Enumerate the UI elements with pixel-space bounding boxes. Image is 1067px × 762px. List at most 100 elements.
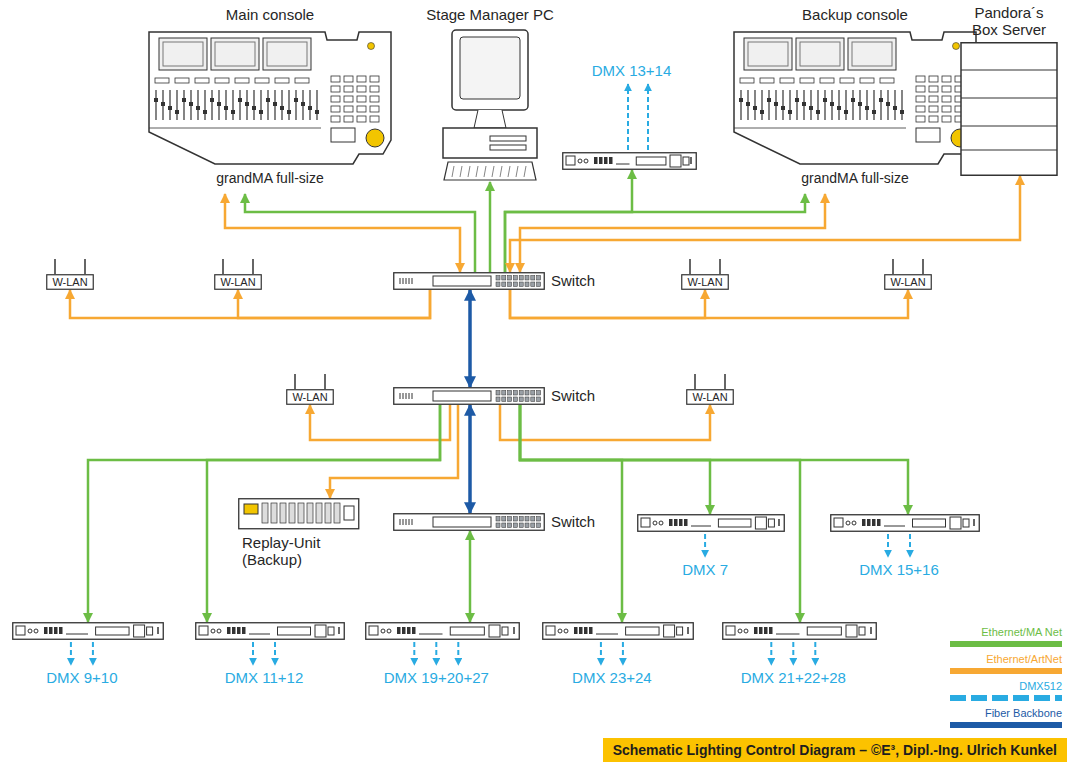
- device-led: [584, 159, 588, 163]
- console-key: [942, 96, 951, 102]
- console-key: [916, 96, 925, 102]
- switch-port: [513, 276, 517, 281]
- console-drawing: [730, 28, 980, 168]
- console-fader: [225, 90, 226, 120]
- console-wheel: [366, 129, 384, 147]
- switch-port: [531, 517, 535, 522]
- antenna: [922, 259, 924, 274]
- console-fader-knob: [802, 102, 806, 106]
- node-label: Backup console: [802, 6, 908, 23]
- artnet-link: [510, 290, 705, 318]
- node-label: W-LAN: [686, 389, 734, 405]
- console-fader-knob: [879, 98, 883, 102]
- device-switch: [687, 627, 689, 634]
- switch-port: [525, 523, 529, 528]
- antenna: [294, 374, 296, 389]
- server-unit: [961, 97, 1057, 98]
- dmx-node-device: [13, 623, 164, 640]
- console-button: [780, 78, 794, 83]
- switch-port: [496, 397, 500, 402]
- wlan-access-point: W-LAN: [214, 258, 262, 290]
- switch-port: [537, 397, 541, 402]
- monitor-screen: [460, 37, 520, 99]
- console-button: [175, 78, 189, 83]
- artnet-link: [520, 194, 825, 272]
- console-fader-knob: [280, 106, 284, 110]
- dmx512-output: [457, 642, 459, 665]
- dmx512-output: [627, 84, 629, 150]
- console-key: [331, 86, 340, 92]
- switch-port: [502, 523, 506, 528]
- device-led: [217, 629, 221, 633]
- dmx-node-graphic: [542, 622, 694, 668]
- network-switch: Switch: [393, 513, 545, 531]
- node-label: DMX 21+22+28: [741, 669, 846, 686]
- console-fader-knob: [753, 106, 757, 110]
- device-connector: [369, 626, 378, 635]
- console-fader-knob: [809, 106, 813, 110]
- switch-port: [502, 517, 506, 522]
- switch-vent: [412, 393, 413, 399]
- console-fader: [281, 90, 282, 120]
- switch-drawing: [393, 387, 545, 405]
- dmx-node-graphic: [637, 514, 785, 560]
- device-display: [718, 519, 751, 527]
- device-port: [599, 157, 603, 164]
- antenna: [724, 374, 726, 389]
- switch-vent: [400, 278, 401, 284]
- keyboard-keys: [460, 166, 462, 177]
- console-key: [370, 116, 379, 122]
- device-socket: [147, 627, 153, 635]
- switch-port: [519, 391, 523, 396]
- device-switch: [973, 519, 975, 526]
- dmx512-output: [413, 642, 415, 665]
- dmx512-output: [70, 642, 72, 665]
- console-fader-knob: [203, 110, 207, 114]
- console-fader: [183, 90, 184, 120]
- console-fader-knob: [830, 102, 834, 106]
- switch-port: [502, 282, 506, 287]
- dmx-node-graphic: [365, 622, 520, 668]
- pc-drawing: [440, 28, 540, 182]
- console-fader-knob: [886, 102, 890, 106]
- console-fader-knob: [301, 102, 305, 106]
- console-fader: [810, 90, 811, 120]
- switch-port: [496, 391, 500, 396]
- keyboard-keys: [468, 166, 470, 177]
- console-fader-knob: [273, 102, 277, 106]
- device-divider: [776, 634, 800, 635]
- console-key: [929, 76, 938, 82]
- console-fader: [789, 90, 790, 120]
- dmx-node-device: [366, 623, 520, 640]
- dmx-node: DMX 15+16: [830, 514, 980, 582]
- console-fader-knob: [795, 98, 799, 102]
- wlan-access-point: W-LAN: [286, 373, 334, 405]
- switch-port: [537, 391, 541, 396]
- dmx512-output: [887, 534, 889, 557]
- console-fader: [155, 90, 156, 120]
- console-logo: [953, 43, 960, 50]
- node-label: grandMA full-size: [216, 170, 323, 186]
- console-fader: [824, 90, 825, 120]
- dmx512-output: [274, 642, 276, 665]
- device-socket: [846, 625, 857, 637]
- node-label: DMX 13+14: [592, 62, 672, 79]
- node-label: W-LAN: [884, 274, 932, 290]
- device-switch: [338, 627, 340, 634]
- console-fader-knob: [746, 102, 750, 106]
- node-label: DMX 15+16: [859, 561, 939, 578]
- keyboard-keys: [524, 166, 526, 177]
- keyboard: [444, 162, 536, 180]
- switch-housing: [394, 514, 545, 531]
- device-socket: [963, 519, 969, 527]
- console-fader-knob: [788, 110, 792, 114]
- device-switch: [690, 157, 692, 164]
- device-socket: [859, 627, 865, 635]
- console-fader: [253, 90, 254, 120]
- dmx-node-device: [723, 623, 877, 640]
- console-fader-knob: [858, 102, 862, 106]
- device-housing: [196, 623, 345, 640]
- antenna: [689, 259, 691, 274]
- console-key: [357, 106, 366, 112]
- switch-port: [496, 276, 500, 281]
